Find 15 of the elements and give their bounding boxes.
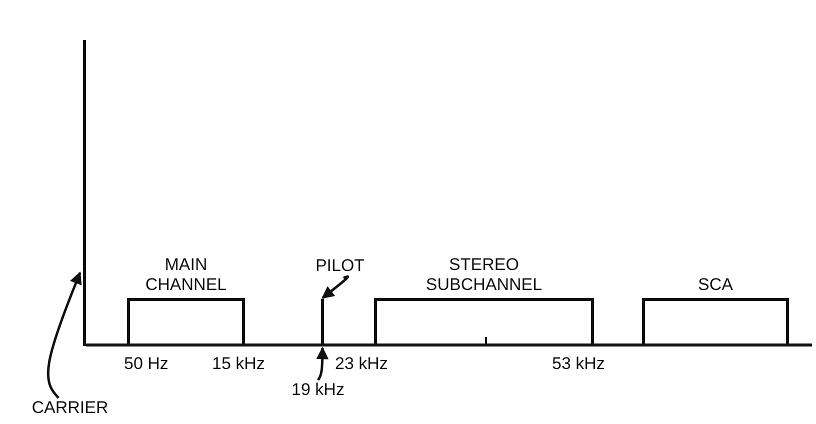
pilot-line: [321, 299, 324, 345]
arrow: [322, 275, 349, 299]
arrow: [46, 272, 82, 399]
frequency-label: 50 Hz: [124, 354, 168, 374]
pilot-label: PILOT: [305, 256, 375, 278]
carrier-label: CARRIER: [22, 398, 118, 420]
band-label: SCA: [697, 275, 734, 295]
arrow: [316, 346, 329, 381]
frequency-label: 19 kHz: [268, 380, 368, 402]
frequency-label: 15 kHz: [212, 354, 265, 374]
band-label: MAIN CHANNEL: [144, 255, 228, 295]
carrier-line: [83, 40, 86, 346]
frequency-label: 53 kHz: [552, 354, 605, 374]
band-label: STEREO SUBCHANNEL: [424, 255, 544, 295]
frequency-label: 23 kHz: [335, 354, 388, 374]
